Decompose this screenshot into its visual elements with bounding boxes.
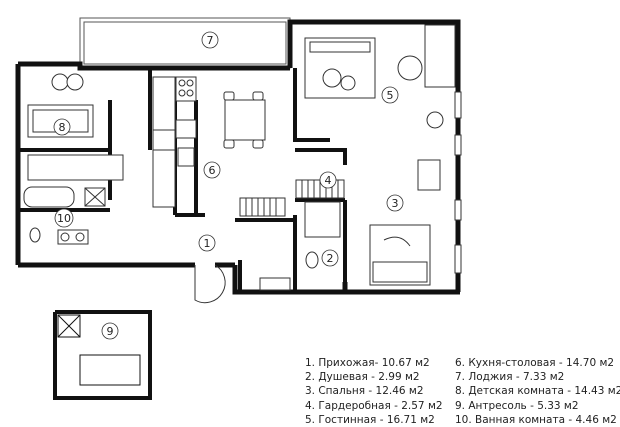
legend-item-6: 6. Кухня-столовая - 14.70 м2 <box>455 357 615 369</box>
legend-column-2: 6. Кухня-столовая - 14.70 м2 7. Лоджия -… <box>455 356 620 427</box>
room-number-10: 10 <box>57 212 71 225</box>
room-number-8: 8 <box>59 121 66 134</box>
bedroom-bed <box>369 159 441 286</box>
living-room-furniture <box>304 24 456 129</box>
childrens-room-furniture <box>27 73 124 181</box>
right-windows <box>454 91 462 274</box>
wardrobe-shelves <box>239 179 345 217</box>
outer-walls <box>15 19 461 295</box>
room-number-3: 3 <box>392 197 399 210</box>
legend-item-2: 2. Душевая - 2.99 м2 <box>305 371 420 384</box>
room-number-2: 2 <box>327 252 334 265</box>
legend-item-5: 5. Гостинная - 16.71 м2 <box>305 413 435 426</box>
entry-door <box>194 264 226 304</box>
legend-item-8: 8. Детская комната - 14.43 м2 <box>455 385 620 398</box>
room-number-labels: 1 2 3 4 5 6 7 8 9 10 <box>53 31 404 340</box>
room-number-4: 4 <box>325 174 332 187</box>
shower-room-fixtures <box>259 201 341 291</box>
room-number-1: 1 <box>204 237 211 250</box>
room-number-5: 5 <box>387 89 394 102</box>
legend-item-9: 9. Антресоль - 5.33 м2 <box>455 399 579 412</box>
legend-item-7: 7. Лоджия - 7.33 м2 <box>455 371 565 384</box>
room-number-6: 6 <box>209 164 216 177</box>
bathroom-fixtures <box>23 186 106 245</box>
dining-table <box>223 91 266 149</box>
kitchen-furniture <box>152 76 197 208</box>
room-number-9: 9 <box>107 325 114 338</box>
mezzanine-outline <box>53 310 152 400</box>
legend-column-1: 1. Прихожая- 10.67 м2 2. Душевая - 2.99 … <box>305 356 443 427</box>
legend-item-10: 10. Ванная комната - 4.46 м2 <box>455 413 617 426</box>
legend-item-3: 3. Спальня - 12.46 м2 <box>305 385 424 398</box>
room-number-7: 7 <box>207 34 214 47</box>
loggia-outline <box>79 17 291 69</box>
legend-item-1: 1. Прихожая- 10.67 м2 <box>305 357 430 369</box>
legend-item-4: 4. Гардеробная - 2.57 м2 <box>305 399 443 412</box>
